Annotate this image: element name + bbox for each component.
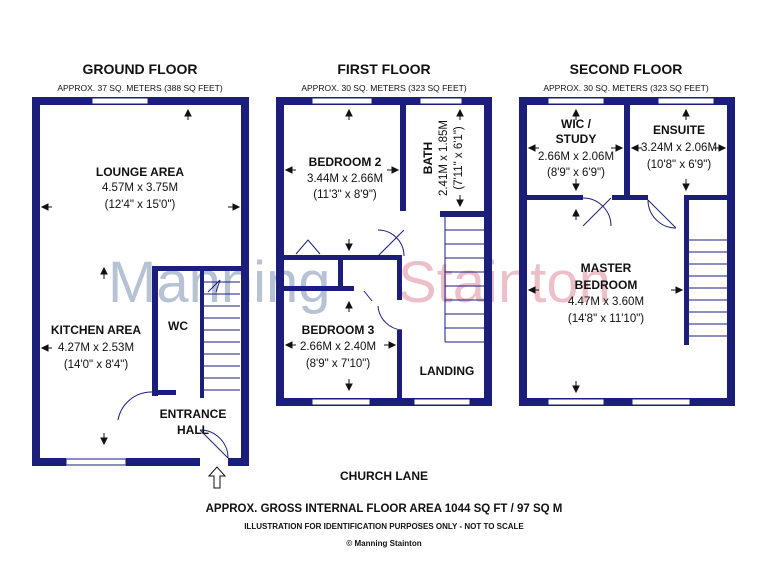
wic-name-line2: STUDY (556, 132, 597, 146)
landing-name: LANDING (420, 364, 475, 378)
bedroom3-size-ft: (8'9" x 7'10") (306, 358, 371, 370)
lounge-size-ft: (12'4" x 15'0") (105, 199, 176, 211)
ground-floor-dim-arrows (40, 108, 241, 446)
second-floor-title: SECOND FLOOR (570, 61, 683, 77)
entrance-hall-name-line2: HALL (177, 423, 209, 437)
bedroom2-name: BEDROOM 2 (309, 155, 382, 169)
second-floor-area: APPROX. 30 SQ. METERS (323 SQ FEET) (543, 83, 708, 93)
disclaimer: ILLUSTRATION FOR IDENTIFICATION PURPOSES… (244, 522, 524, 531)
lounge-name: LOUNGE AREA (96, 165, 185, 179)
second-floor-windows (547, 97, 715, 406)
master-bedroom-name-line1: MASTER (581, 261, 632, 275)
first-floor-labels: FIRST FLOOR APPROX. 30 SQ. METERS (323 S… (300, 61, 474, 378)
second-floor-details (582, 197, 727, 337)
first-floor-plan (276, 97, 492, 406)
bedroom2-size-m: 3.44M x 2.66M (307, 173, 383, 185)
bedroom3-size-m: 2.66M x 2.40M (300, 341, 376, 353)
first-floor-windows (311, 97, 471, 406)
footer: CHURCH LANE APPROX. GROSS INTERNAL FLOOR… (206, 469, 563, 548)
ground-floor-title: GROUND FLOOR (82, 61, 197, 77)
entrance-hall-name-line1: ENTRANCE (160, 407, 227, 421)
master-bedroom-size-m: 4.47M x 3.60M (568, 296, 644, 308)
second-floor-labels: SECOND FLOOR APPROX. 30 SQ. METERS (323 … (538, 61, 717, 325)
wic-size-m: 2.66M x 2.06M (538, 151, 614, 163)
wic-size-ft: (8'9" x 6'9") (547, 167, 605, 179)
wc-name: WC (168, 319, 188, 333)
master-bedroom-name-line2: BEDROOM (575, 278, 638, 292)
ensuite-size-m: 3.24M x 2.06M (641, 142, 717, 154)
entrance-arrow-icon (207, 466, 227, 489)
ensuite-name: ENSUITE (653, 123, 705, 137)
second-floor-plan (519, 97, 735, 406)
bath-name: BATH (421, 142, 435, 174)
first-floor-area: APPROX. 30 SQ. METERS (323 SQ FEET) (301, 83, 466, 93)
copyright: © Manning Stainton (346, 539, 421, 548)
first-floor-dim-arrows (284, 108, 464, 392)
lounge-size-m: 4.57M x 3.75M (102, 182, 178, 194)
first-floor-details (295, 217, 484, 343)
master-bedroom-size-ft: (14'8" x 11'10") (568, 313, 644, 325)
ground-floor-details (117, 279, 240, 459)
ensuite-size-ft: (10'8" x 6'9") (647, 159, 712, 171)
ground-floor-labels: GROUND FLOOR APPROX. 37 SQ. METERS (388 … (51, 61, 226, 437)
bath-size-m: 2.41M x 1.85M (438, 120, 450, 196)
ground-floor-windows (65, 97, 149, 466)
kitchen-name: KITCHEN AREA (51, 323, 142, 337)
ground-floor-area: APPROX. 37 SQ. METERS (388 SQ FEET) (57, 83, 222, 93)
street-name: CHURCH LANE (340, 469, 428, 483)
watermark-part2: Stainton (398, 250, 611, 315)
wic-name-line1: WIC / (561, 117, 592, 131)
bedroom2-size-ft: (11'3" x 8'9") (313, 189, 377, 201)
kitchen-size-m: 4.27M x 2.53M (58, 342, 134, 354)
first-floor-title: FIRST FLOOR (337, 61, 430, 77)
kitchen-size-ft: (14'0" x 8'4") (64, 359, 129, 371)
gross-area: APPROX. GROSS INTERNAL FLOOR AREA 1044 S… (206, 503, 563, 515)
second-floor-dim-arrows (527, 108, 727, 394)
bedroom3-name: BEDROOM 3 (302, 323, 375, 337)
watermark: Manning Stainton (108, 250, 611, 315)
bath-size-ft: (7'11" x 6'1") (453, 126, 465, 190)
